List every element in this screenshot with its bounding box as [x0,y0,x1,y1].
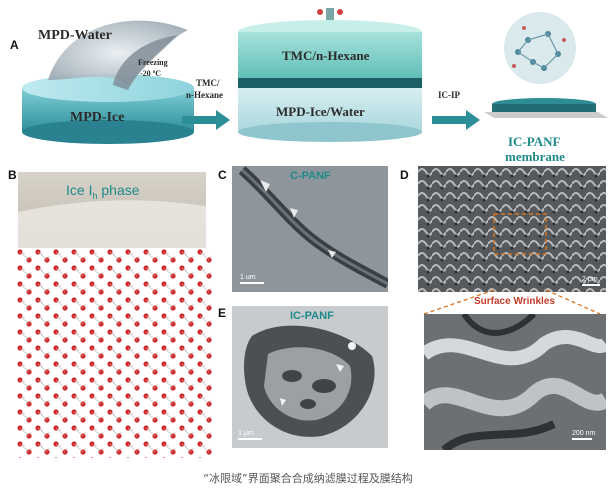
sem-surface-texture [418,166,606,292]
figure-caption: “冰限域”界面聚合合成纳滤膜过程及膜结构 [203,472,413,485]
tmc-hexane-layer-label: TMC/n-Hexane [282,48,370,63]
d-zoom-scale-bar: 200 nm [572,430,595,440]
c-scale-bar: 1 um [240,274,264,284]
zoom-connector-lines [423,289,601,315]
ice-phase-label: Ice Ih phase [66,182,140,201]
ice-lattice-overlay [18,200,206,248]
ic-panf-membrane-illustration [484,12,608,118]
panel-letter-e: E [218,306,227,320]
mpd-ice-water-layer-label: MPD-Ice/Water [276,104,365,119]
process-arrow-2 [432,110,480,130]
c-panf-fiber [238,166,388,289]
tmc-label-bottom: n-Hexane [186,90,223,100]
ic-panf-tem-image [232,306,388,448]
mpd-ice-disc-illustration [22,20,194,144]
ic-panf-label: IC-PANF [508,134,561,149]
polymer-network-cluster [504,12,576,84]
mpd-ice-label: MPD-Ice [70,110,125,125]
surface-wrinkles-label: Surface Wrinkles [474,296,555,307]
ice-crystal-lattice [16,248,212,458]
ic-panf-network [244,325,375,437]
panel-letter-a: A [10,38,19,52]
layered-disc-illustration [238,8,422,142]
sem-surface-image [418,166,606,292]
membrane-label: membrane [505,149,565,164]
c-panf-tem-image [232,166,388,292]
mpd-water-label: MPD-Water [38,28,112,43]
sem-zoom-image [424,314,606,450]
temperature-label: -20 ºC [140,69,162,78]
ic-panf-title: IC-PANF [290,310,334,322]
panel-letter-d: D [400,168,409,182]
wrinkle-texture [424,314,606,450]
e-scale-bar: 1 μm [238,430,262,440]
panel-letter-c: C [218,168,227,182]
d-scale-bar: 2 μm [582,276,600,286]
ice-photo [18,172,206,248]
tmc-label-top: TMC/ [196,78,220,88]
icip-label: IC-IP [438,90,460,100]
freezing-label: Freezing [138,58,168,67]
zoom-region-box [493,213,547,255]
panel-letter-b: B [8,168,17,182]
process-arrow-1 [182,110,230,130]
c-panf-title: C-PANF [290,170,331,182]
